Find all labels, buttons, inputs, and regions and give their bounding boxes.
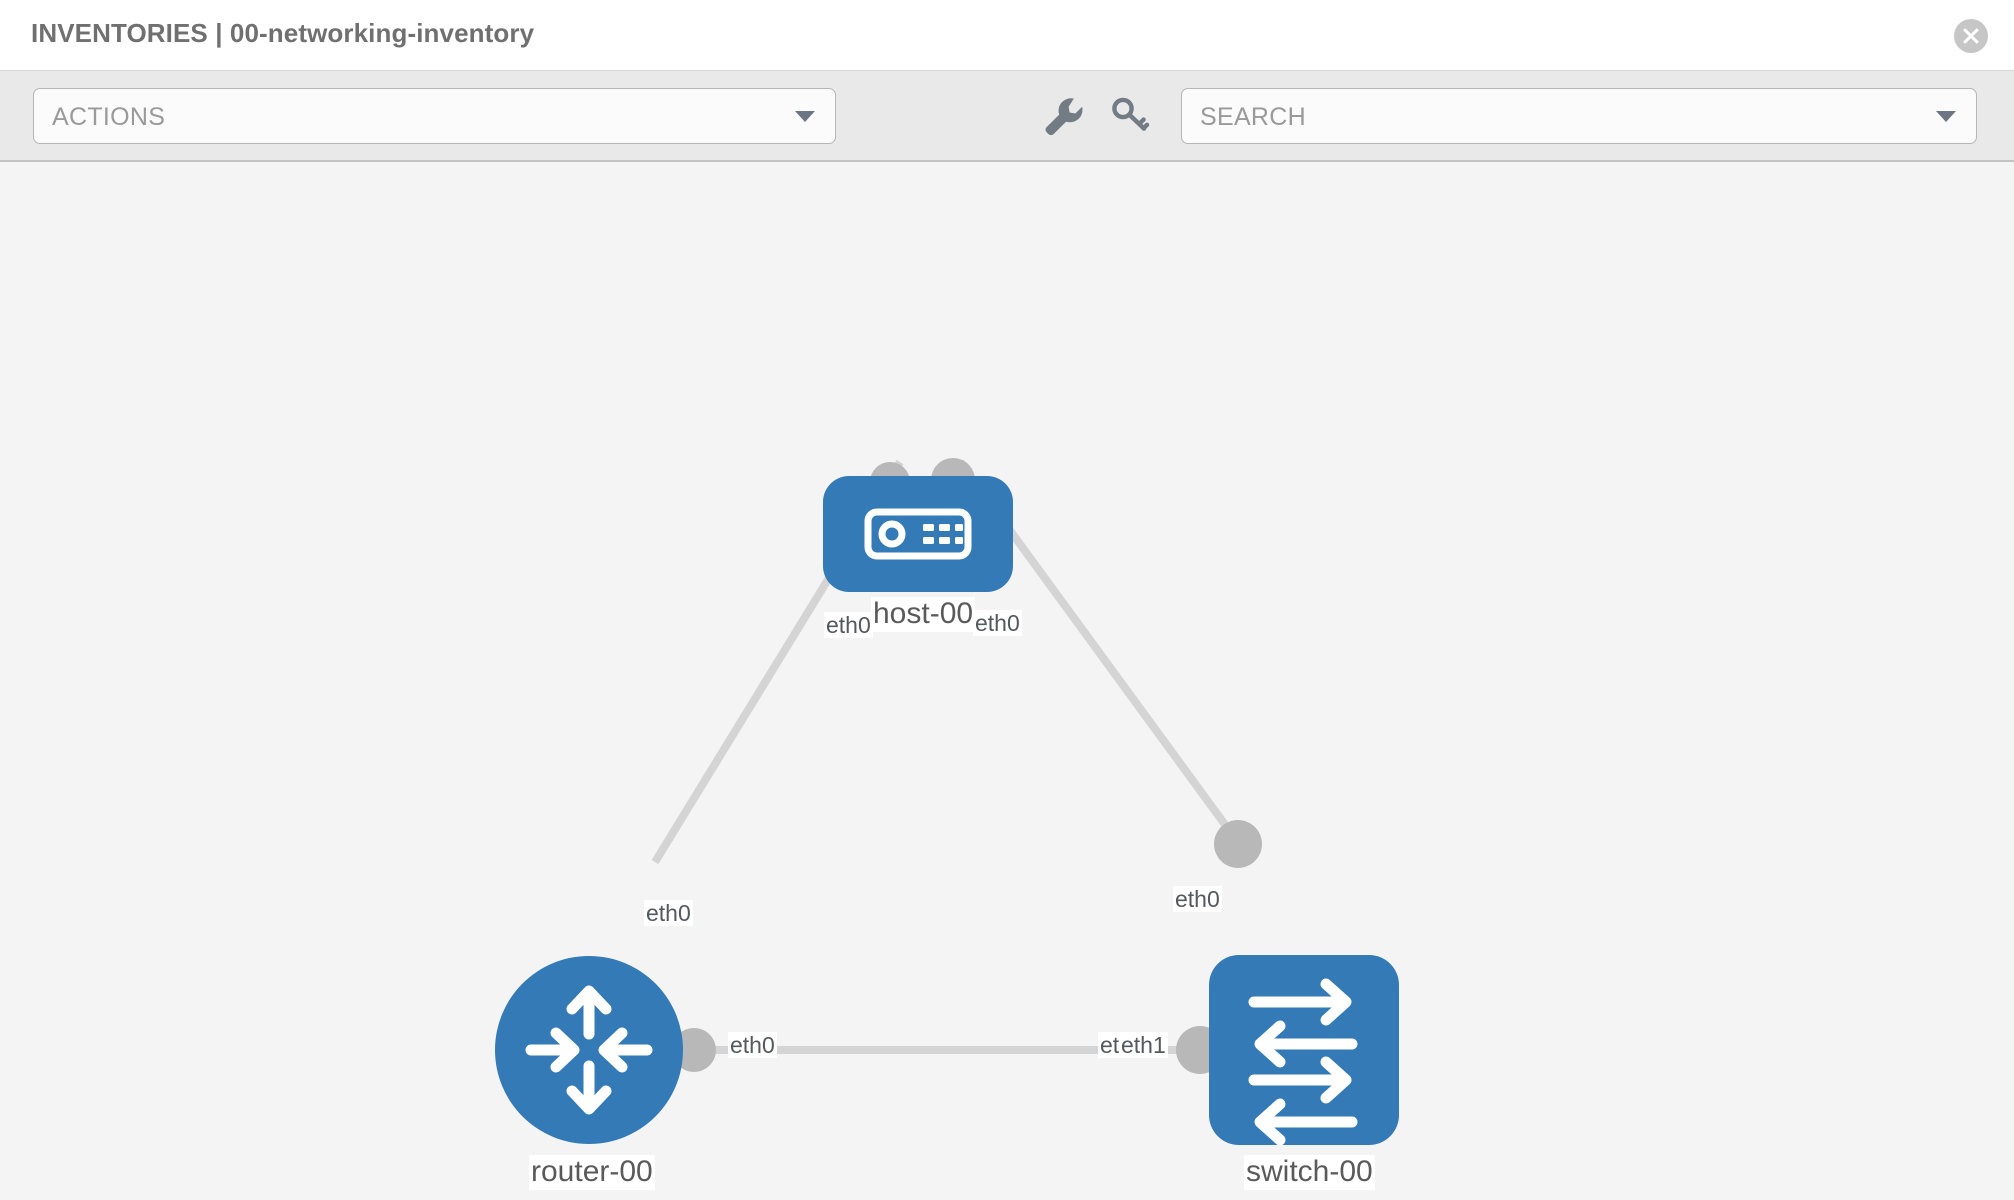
chevron-down-icon — [1936, 111, 1956, 122]
close-icon[interactable] — [1954, 19, 1988, 53]
actions-dropdown[interactable]: ACTIONS — [33, 88, 836, 144]
nub-switch-nw — [1214, 820, 1262, 868]
node-host-00[interactable] — [823, 476, 1013, 592]
edge-label-interface: eth0 — [728, 1032, 777, 1059]
node-host-00 — [823, 476, 1013, 592]
node-label-router-00: router-00 — [529, 1155, 655, 1190]
edge-label-interface: eth0 — [973, 610, 1022, 637]
node-switch-00 — [1209, 955, 1399, 1146]
node-switch-00[interactable] — [1209, 955, 1399, 1145]
switch-exchange-icon — [1248, 978, 1358, 1146]
router-arrows-icon — [525, 985, 653, 1115]
page-title: INVENTORIES | 00-networking-inventory — [31, 18, 535, 48]
search-placeholder: SEARCH — [1200, 103, 1306, 131]
server-device-icon — [864, 508, 972, 560]
search-input[interactable]: SEARCH — [1181, 88, 1977, 144]
toolbar: ACTIONS SEARCH — [0, 71, 2014, 162]
topology-graph — [495, 458, 1399, 1146]
edge-label-interface: eth0 — [644, 900, 693, 927]
wrench-icon[interactable] — [1040, 93, 1086, 139]
node-label-host-00: host-00 — [871, 597, 976, 632]
edge-label-interface: eth0 — [824, 612, 873, 639]
key-icon[interactable] — [1107, 93, 1153, 139]
node-router-00[interactable] — [495, 956, 683, 1144]
edge-label-interface: eth1 — [1119, 1032, 1168, 1059]
chevron-down-icon — [795, 111, 815, 122]
actions-dropdown-label: ACTIONS — [52, 103, 166, 131]
topology-canvas[interactable]: eth0 eth0 eth0 eth0 eth0 eth eth1 host-0… — [0, 162, 2014, 1200]
node-router-00 — [495, 956, 683, 1144]
nub-router-east — [672, 1028, 716, 1072]
node-label-switch-00: switch-00 — [1244, 1155, 1375, 1190]
edge-label-interface: eth0 — [1173, 886, 1222, 913]
page-header: INVENTORIES | 00-networking-inventory — [0, 0, 2014, 71]
